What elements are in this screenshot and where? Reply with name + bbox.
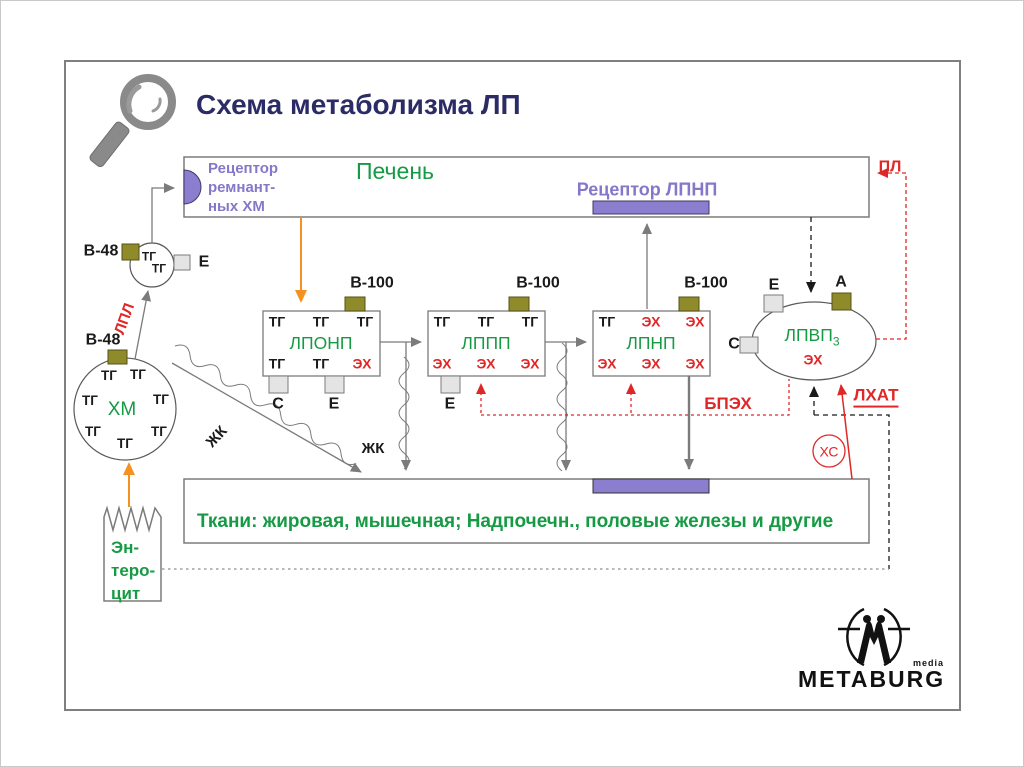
particle-content-cell: ТГ <box>130 366 146 382</box>
apo-e-square-hdl <box>763 294 784 313</box>
page-title: Схема метаболизма ЛП <box>196 89 521 120</box>
fatty-acid-label-mid: ЖК <box>361 440 385 458</box>
enterocyte-line3: цит <box>111 584 141 603</box>
arrow-chylomicron-to-remnant <box>134 290 152 360</box>
particle-content-cell: ТГ <box>101 367 117 383</box>
particle-content-cell: ТГ <box>598 313 616 330</box>
chylomicron-label: ХМ <box>107 399 137 421</box>
apo-b100-square-ldl <box>678 296 700 312</box>
vldl-box <box>262 310 381 377</box>
apo-a-label-hdl: А <box>835 273 847 291</box>
particle-content-cell: ЭХ <box>685 355 705 372</box>
liver-box <box>183 156 870 218</box>
particle-content-cell: ЭХ <box>476 355 496 372</box>
particle-content-cell: ТГ <box>117 435 133 451</box>
arrow-remnant-to-liver <box>151 183 175 243</box>
cholesterol-label: ХС <box>819 443 839 460</box>
enterocyte-label: Эн- теро- цит <box>111 536 155 605</box>
particle-content-cell: ТГ <box>151 423 167 439</box>
logo-tagline: media <box>913 658 945 668</box>
particle-content-cell: ТГ <box>153 391 169 407</box>
cetp-dashed-line <box>481 379 790 416</box>
particle-content-cell: ЭХ <box>641 313 661 330</box>
pl-label: ПЛ <box>878 158 902 176</box>
apo-e-square-vldl <box>324 375 345 394</box>
particle-content-cell: ТГ <box>477 313 495 330</box>
apo-b48-square-chylomicron <box>107 349 128 365</box>
apo-e-square-remnant <box>173 254 191 271</box>
remnant-receptor-line2: ремнант- <box>208 179 276 196</box>
apo-b48-label-remnant: B-48 <box>83 242 119 260</box>
lipolysis-wavy-lines <box>174 342 568 472</box>
remnant-receptor-shape <box>183 169 202 205</box>
remnant-receptor-line3: ных ХМ <box>208 198 265 215</box>
apo-e-label-idl: E <box>444 395 456 413</box>
particle-content-cell: ЭХ <box>597 355 617 372</box>
ldl-label: ЛПНП <box>626 332 676 353</box>
vldl-label: ЛПОНП <box>289 332 353 353</box>
particle-content-cell: ТГ <box>433 313 451 330</box>
remnant-receptor-line1: Рецептор <box>208 160 279 177</box>
particle-content-cell: ТГ <box>82 392 98 408</box>
apo-b100-square-idl <box>508 296 530 312</box>
apo-e-label-remnant: E <box>198 253 210 271</box>
idl-box <box>427 310 546 377</box>
particle-content-cell: ТГ <box>312 355 330 372</box>
remnant-receptor-label: Рецептор ремнант- ных ХМ <box>208 159 278 216</box>
particle-content-cell: ЭХ <box>520 355 540 372</box>
idl-label: ЛППП <box>461 332 511 353</box>
cetp-label: БПЭХ <box>704 394 752 414</box>
particle-content-cell: ТГ <box>141 249 157 264</box>
hdl-name: ЛПВП <box>784 324 833 345</box>
particle-content-cell: ЭХ <box>641 355 661 372</box>
particle-content-cell: ТГ <box>521 313 539 330</box>
apo-c-square-vldl <box>268 375 289 394</box>
magnifier-icon <box>89 74 176 168</box>
metaburg-logo-mark <box>838 607 910 667</box>
particle-content-cell: ЭХ <box>352 355 372 372</box>
apo-b100-label-ldl: B-100 <box>684 274 728 292</box>
arrow-chylomicron-to-tissues <box>171 362 362 473</box>
apo-e-label-hdl: Е <box>768 276 780 294</box>
particle-content-cell: ТГ <box>151 261 167 276</box>
lcat-label: ЛХАТ <box>853 386 899 408</box>
cholesterol-circle <box>812 434 846 468</box>
apo-e-label-vldl: E <box>328 395 340 413</box>
hdl-subscript: 3 <box>832 334 840 349</box>
particle-content-cell: ТГ <box>356 313 374 330</box>
ldl-receptor-label: Рецептор ЛПНП <box>576 179 718 200</box>
enterocyte-line2: теро- <box>111 561 156 580</box>
hdl-label: ЛПВП3 <box>784 326 839 348</box>
liver-label: Печень <box>355 157 435 184</box>
tissues-box <box>183 478 870 544</box>
apo-c-label-vldl: C <box>272 395 284 413</box>
apo-e-square-idl <box>440 375 461 394</box>
arrow-lcat-to-hdl <box>837 384 853 480</box>
particle-content-cell: ТГ <box>312 313 330 330</box>
apo-b100-label-idl: B-100 <box>516 274 560 292</box>
apo-b100-label-vldl: B-100 <box>350 274 394 292</box>
ldl-box <box>592 310 711 377</box>
apo-c-square-hdl <box>739 336 759 354</box>
tissues-label: Ткани: жировая, мышечная; Надпочечн., по… <box>197 511 834 532</box>
dashed-return-path <box>814 414 890 569</box>
particle-content-cell: ЭХ <box>432 355 452 372</box>
apo-c-label-hdl: С <box>728 335 740 353</box>
tissue-receptor-shape <box>592 478 710 494</box>
particle-content-cell: ТГ <box>85 423 101 439</box>
particle-content-cell: ЭХ <box>685 313 705 330</box>
enterocyte-line1: Эн- <box>111 538 140 557</box>
apo-b48-square-remnant <box>121 243 140 261</box>
logo-wordmark: METABURG <box>798 666 946 692</box>
arrow-pl-hdl-to-liver <box>876 168 907 340</box>
ldl-receptor-shape <box>592 200 710 215</box>
apo-b100-square-vldl <box>344 296 366 312</box>
particle-content-cell: ТГ <box>268 355 286 372</box>
apo-b48-label-chylomicron: B-48 <box>85 331 121 349</box>
apo-a-square-hdl <box>831 292 852 311</box>
enterocyte-shape <box>103 505 162 602</box>
particle-content-cell: ЭХ <box>803 351 823 368</box>
particle-content-cell: ТГ <box>268 313 286 330</box>
